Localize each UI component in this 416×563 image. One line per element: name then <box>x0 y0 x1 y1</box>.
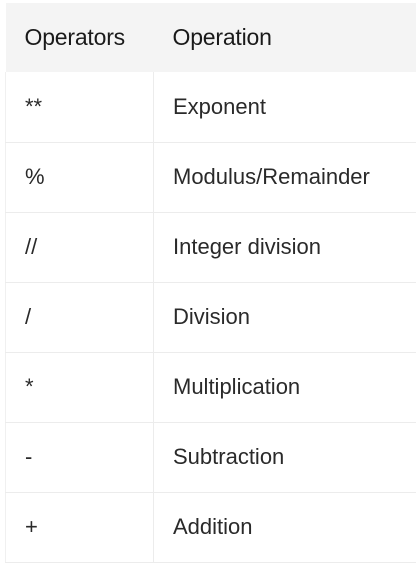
operator-cell: ** <box>6 72 154 142</box>
operators-table: Operators Operation ** Exponent % Modulu… <box>5 3 416 563</box>
header-operators: Operators <box>6 3 154 72</box>
operation-cell: Addition <box>154 492 416 562</box>
operator-cell: + <box>6 492 154 562</box>
table-row: + Addition <box>6 492 416 562</box>
table-row: ** Exponent <box>6 72 416 142</box>
table-row: / Division <box>6 282 416 352</box>
operator-cell: - <box>6 422 154 492</box>
table-header: Operators Operation <box>6 3 416 72</box>
operation-cell: Subtraction <box>154 422 416 492</box>
header-operation: Operation <box>154 3 416 72</box>
table-row: - Subtraction <box>6 422 416 492</box>
table-row: * Multiplication <box>6 352 416 422</box>
operators-table-container: Operators Operation ** Exponent % Modulu… <box>5 3 416 563</box>
operation-cell: Multiplication <box>154 352 416 422</box>
table-row: % Modulus/Remainder <box>6 142 416 212</box>
operator-cell: // <box>6 212 154 282</box>
operator-cell: / <box>6 282 154 352</box>
operation-cell: Division <box>154 282 416 352</box>
table-body: ** Exponent % Modulus/Remainder // Integ… <box>6 72 416 562</box>
operation-cell: Modulus/Remainder <box>154 142 416 212</box>
table-row: // Integer division <box>6 212 416 282</box>
operation-cell: Exponent <box>154 72 416 142</box>
operation-cell: Integer division <box>154 212 416 282</box>
operator-cell: % <box>6 142 154 212</box>
operator-cell: * <box>6 352 154 422</box>
header-row: Operators Operation <box>6 3 416 72</box>
